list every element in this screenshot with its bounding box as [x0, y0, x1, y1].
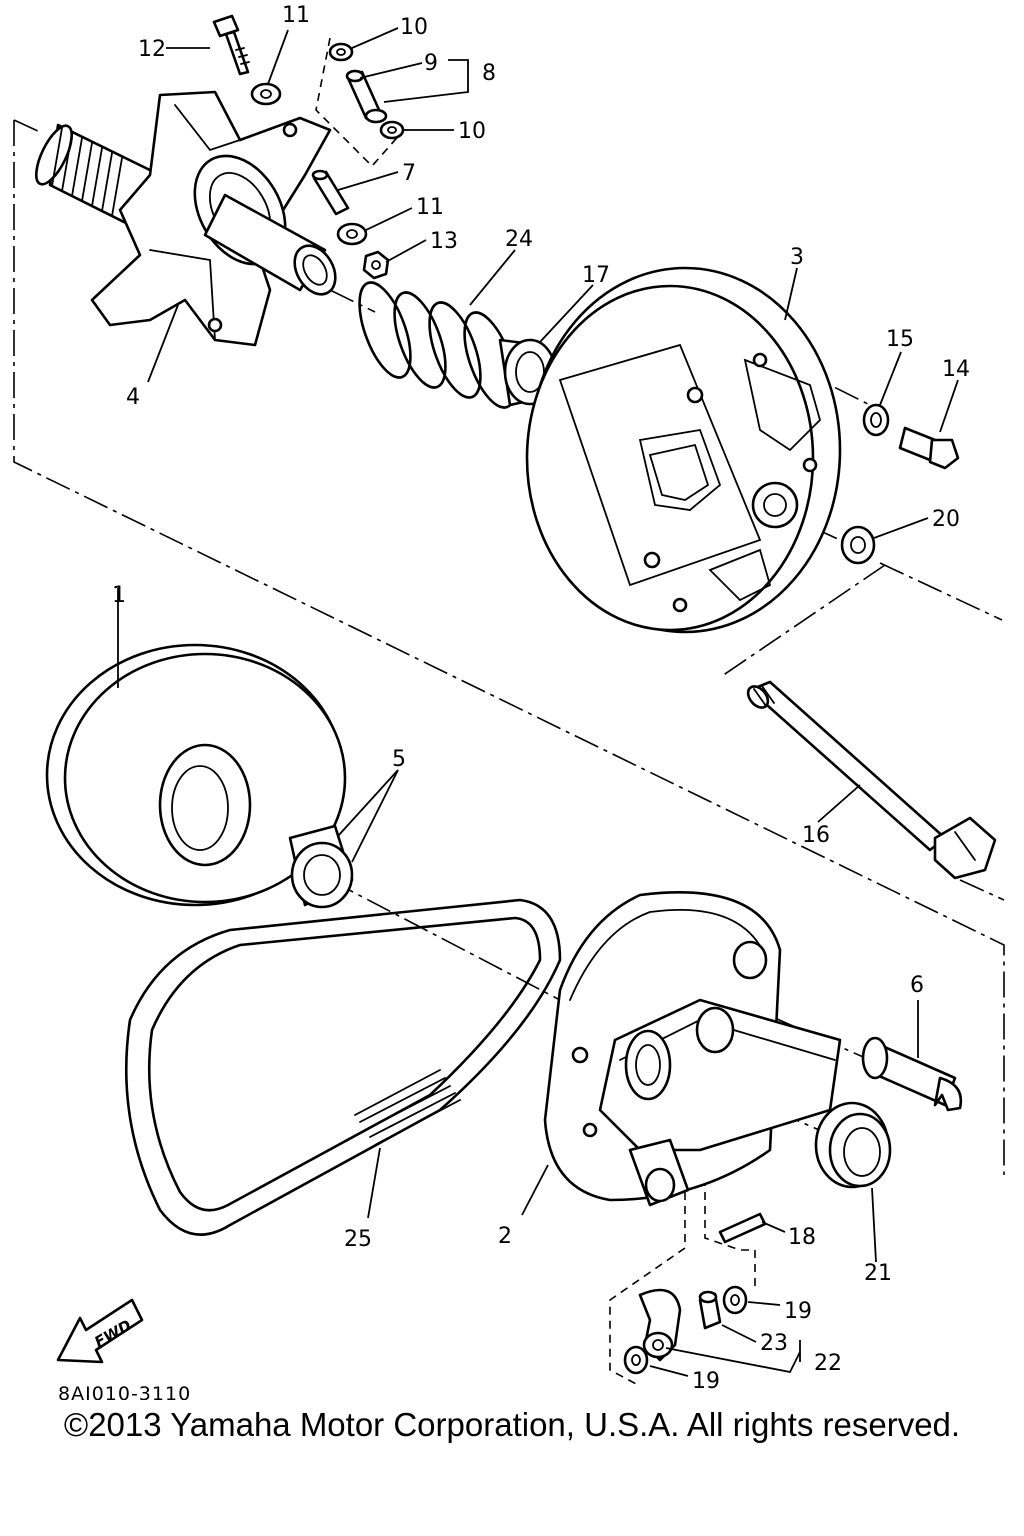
part-16-long-bolt: [746, 680, 997, 880]
label-22: 22: [814, 1351, 842, 1376]
label-15: 15: [886, 327, 914, 352]
label-19-right: 19: [784, 1299, 812, 1324]
part-3-cover: [525, 266, 842, 634]
label-3: 3: [790, 245, 804, 270]
part-11-collar-bottom: [336, 222, 368, 246]
parts-diagram: FWD 12 11 10 9: [13, 3, 1005, 1400]
label-7: 7: [402, 161, 416, 186]
label-24: 24: [505, 227, 533, 252]
label-20: 20: [932, 507, 960, 532]
part-1-sheave: [45, 643, 347, 907]
part-22-weight-arm: [638, 1288, 682, 1362]
part-7-pin: [311, 169, 350, 216]
fwd-arrow-icon: FWD: [56, 1298, 144, 1364]
label-5: 5: [392, 747, 406, 772]
label-10-bottom: 10: [458, 119, 486, 144]
copyright-notice: ©2013 Yamaha Motor Corporation, U.S.A. A…: [63, 1406, 961, 1443]
part-10-washer-top: [328, 42, 354, 62]
part-2-movable-sheave: [543, 891, 842, 1207]
part-15-washer: [862, 403, 890, 437]
label-16: 16: [802, 823, 830, 848]
label-25: 25: [344, 1227, 372, 1252]
label-9: 9: [424, 51, 438, 76]
part-14-bolt: [898, 426, 960, 470]
label-12: 12: [138, 37, 166, 62]
label-23: 23: [760, 1331, 788, 1356]
part-19-washer-left: [623, 1345, 649, 1375]
diagram-code: 8AJ010-3110: [58, 1383, 191, 1400]
part-24-spring: [358, 281, 517, 409]
label-11-bottom: 11: [416, 195, 444, 220]
part-13-nut: [362, 250, 390, 280]
label-10-top: 10: [400, 15, 428, 40]
label-6: 6: [910, 973, 924, 998]
label-14: 14: [942, 357, 970, 382]
label-2: 2: [498, 1224, 512, 1249]
part-21-seal: [814, 1101, 892, 1189]
label-11-top: 11: [282, 3, 310, 28]
part-25-belt: [124, 898, 562, 1236]
part-12-bolt: [212, 14, 250, 76]
label-1: 1: [112, 583, 126, 608]
label-13: 13: [430, 229, 458, 254]
part-6-sleeve: [861, 1036, 963, 1112]
label-17: 17: [582, 263, 610, 288]
label-19-left: 19: [692, 1369, 720, 1394]
part-19-washer-right: [722, 1285, 748, 1315]
label-18: 18: [788, 1225, 816, 1250]
part-11-collar-top: [250, 82, 282, 106]
part-5-bushing: [288, 824, 354, 909]
part-20-washer: [840, 525, 876, 565]
part-18-pin: [718, 1212, 767, 1244]
label-8: 8: [482, 61, 496, 86]
label-4: 4: [126, 385, 140, 410]
part-23-roller: [698, 1290, 722, 1330]
leader-lines: [117, 27, 959, 1377]
part-9-roller: [345, 69, 388, 124]
part-4-spider-hub: [35, 90, 337, 347]
label-21: 21: [864, 1261, 892, 1286]
part-10-washer-bottom: [379, 120, 405, 140]
part-number-labels: 12 11 10 9 8 10 7 11 13 24 17 3 15 14 20…: [112, 3, 970, 1394]
